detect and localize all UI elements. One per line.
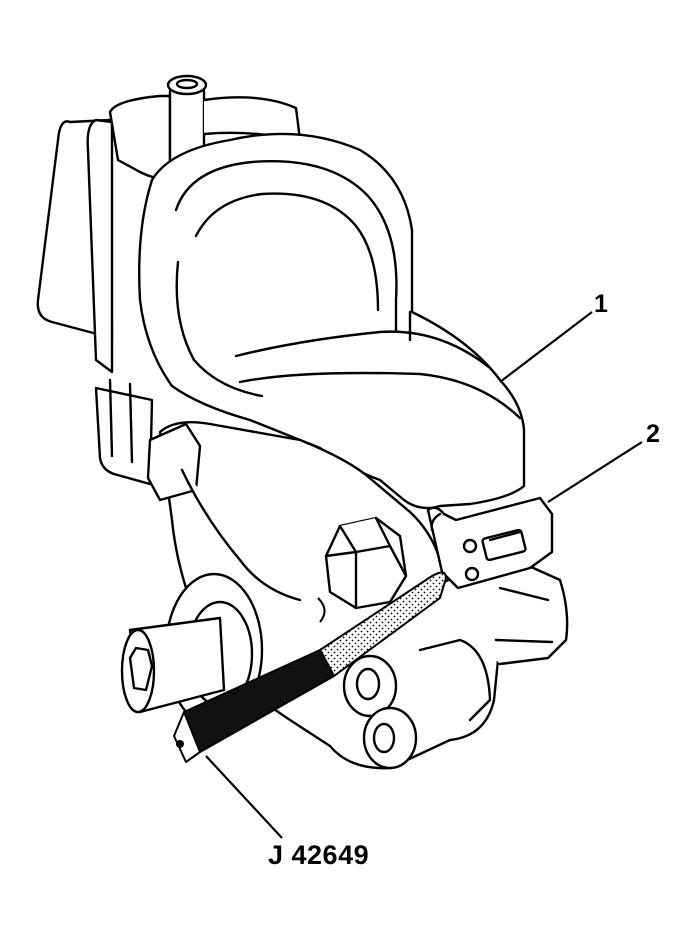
strap-dotted-section	[319, 571, 447, 677]
strap-wrench-tool	[173, 571, 447, 763]
callout-label-pump: 1	[594, 290, 608, 318]
mounting-bracket	[426, 496, 554, 590]
callout-label-tool: J 42649	[268, 840, 370, 870]
leader-line-tool	[205, 755, 283, 839]
pump-housing	[138, 132, 526, 510]
mounting-bosses	[342, 638, 492, 770]
strap-handle	[173, 711, 201, 763]
hex-fitting	[324, 516, 408, 610]
fluid-reservoir	[36, 118, 154, 486]
leader-line-1	[499, 311, 593, 383]
leader-line-2	[547, 441, 643, 503]
callout-label-bracket: 2	[646, 420, 660, 448]
